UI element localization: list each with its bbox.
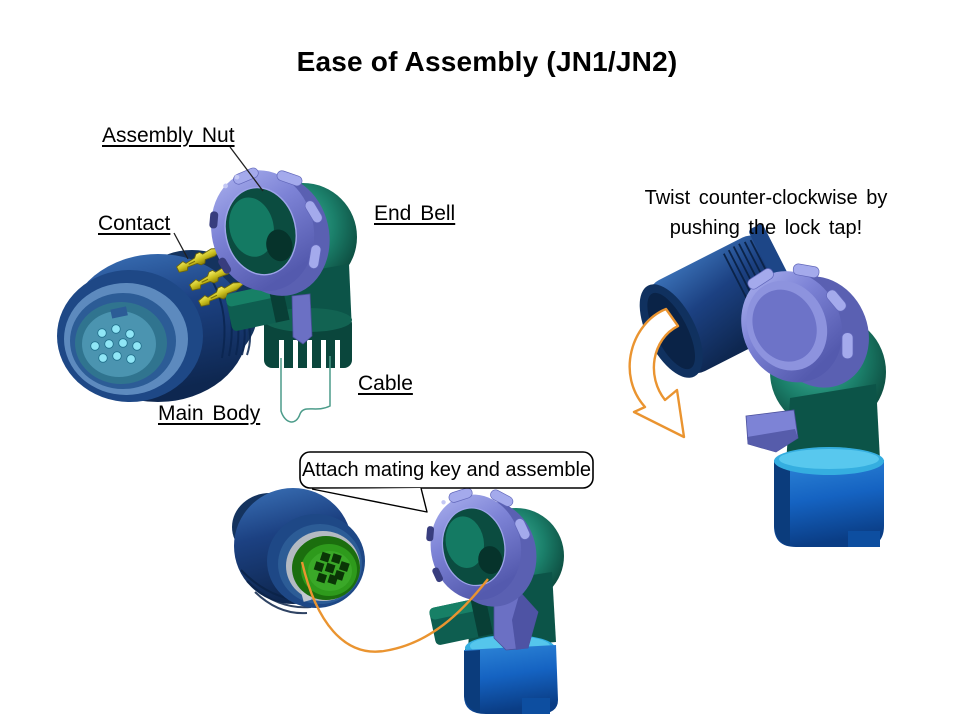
label-contact: Contact [98,212,171,235]
cable-outline [280,356,331,423]
label-cable: Cable [358,372,413,395]
assembled-connector-illustration [639,224,886,547]
twist-note: Twist counter-clockwise by pushing the l… [606,183,926,243]
contact-pins-illustration [176,247,245,307]
mating-key-connector-illustration [232,488,365,615]
slide-title: Ease of Assembly (JN1/JN2) [296,46,678,77]
label-assembly-nut: Assembly Nut [102,124,235,147]
label-end-bell: End Bell [374,202,456,225]
assembly-nut-illustration [209,167,330,296]
leader-line-assembly-nut [229,146,264,192]
twist-note-line2: pushing the lock tap! [669,217,863,239]
callout-text: Attach mating key and assemble [301,458,592,481]
leader-line-contact [173,232,189,260]
label-main-body: Main Body [158,402,261,425]
pin-holes [90,324,142,364]
twist-note-line1: Twist counter-clockwise by [644,187,888,209]
mating-assembly-illustration [426,487,564,714]
mating-key-line [300,561,489,653]
main-body-illustration [57,250,258,402]
callout-bubble [299,451,594,513]
twist-arrow-icon [628,307,686,439]
